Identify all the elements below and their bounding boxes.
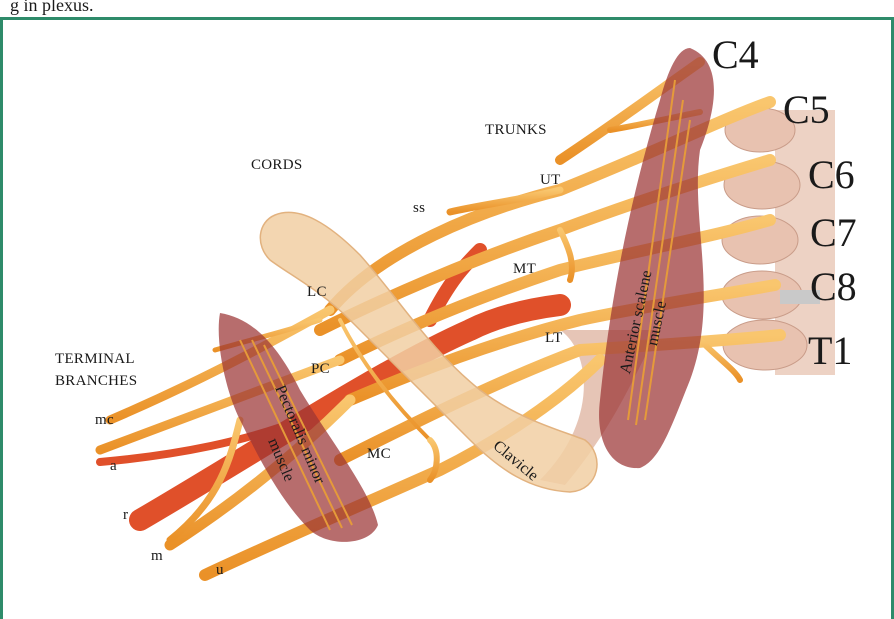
trunk-label-lt: LT bbox=[545, 331, 563, 346]
cord-label-mc: MC bbox=[367, 447, 391, 462]
branch-label-mc: mc bbox=[95, 413, 114, 428]
nerve-label-ss: ss bbox=[413, 201, 425, 216]
branch-label-m: m bbox=[151, 549, 163, 564]
branch-label-a: a bbox=[110, 459, 117, 474]
trunks-heading: TRUNKS bbox=[485, 123, 547, 138]
root-label-c8: C8 bbox=[810, 267, 857, 307]
root-label-c5: C5 bbox=[783, 90, 830, 130]
root-label-t1: T1 bbox=[808, 331, 852, 371]
trunk-label-ut: UT bbox=[540, 173, 561, 188]
branch-label-r: r bbox=[123, 508, 128, 523]
header-fragment: g in plexus. bbox=[10, 0, 94, 14]
terminal-heading-line1: TERMINAL bbox=[55, 352, 135, 367]
terminal-heading-line2: BRANCHES bbox=[55, 374, 137, 389]
trunk-label-mt: MT bbox=[513, 262, 536, 277]
root-label-c7: C7 bbox=[810, 213, 857, 253]
cords-heading: CORDS bbox=[251, 158, 303, 173]
cord-label-lc: LC bbox=[307, 285, 327, 300]
root-label-c6: C6 bbox=[808, 155, 855, 195]
branch-label-u: u bbox=[216, 563, 224, 578]
root-label-c4: C4 bbox=[712, 35, 759, 75]
cord-label-pc: PC bbox=[311, 362, 330, 377]
